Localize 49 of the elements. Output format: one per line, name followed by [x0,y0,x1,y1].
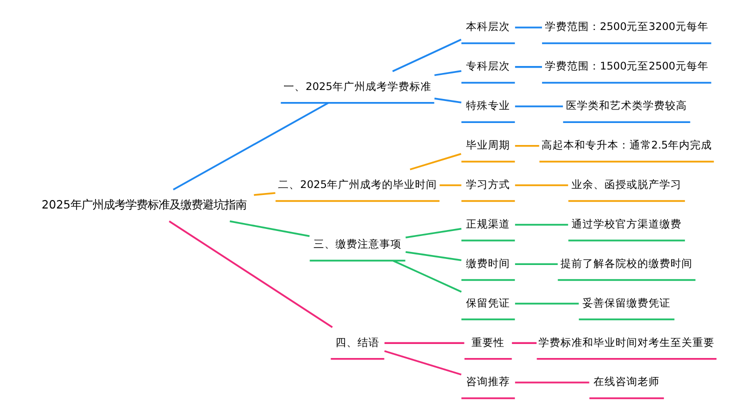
connector [384,342,464,344]
node-text: 学费范围：1500元至2500元每年 [544,60,708,73]
node-text: 一、2025年广州成考学费标准 [283,80,431,93]
connector [514,224,568,226]
connector [253,192,275,196]
connector [514,184,568,186]
connector [514,106,562,108]
connector [514,382,589,384]
connector [172,102,328,190]
node-text: 保留凭证 [466,297,510,310]
node-text: 本科层次 [466,21,510,34]
node-text: 咨询推荐 [466,376,510,388]
node-text: 学费标准和毕业时间对考生至关重要 [538,336,714,349]
connector [514,144,539,147]
node-text: 高起本和专升本：通常2.5年内完成 [540,140,712,152]
node-text: 业余、函授或脱产学习 [571,178,682,191]
connector [514,66,542,68]
node-text: 特殊专业 [466,100,510,112]
node-text: 二、2025年广州成考的毕业时间 [278,178,436,191]
connector [384,350,461,376]
node-text: 专科层次 [466,60,510,73]
node-text: 提前了解各院校的缴费时间 [560,258,692,270]
connector [392,38,461,72]
connector [405,228,461,238]
node-text: 医学类和艺术类学费较高 [566,100,687,112]
node-text: 在线咨询老师 [593,376,660,388]
connector [514,26,542,28]
connector [168,220,332,328]
connector [514,302,578,304]
node-text: 学习方式 [466,178,510,191]
connector [409,153,461,170]
connector [434,70,461,76]
node-text: 四、结语 [335,336,380,349]
connector [405,251,461,262]
connector [434,98,461,104]
node-text: 毕业周期 [466,140,510,152]
connector [229,220,310,237]
node-text: 三、缴费注意事项 [313,238,402,251]
node-text: 重要性 [471,336,504,349]
node-text: 学费范围：2500元至3200元每年 [544,21,708,34]
node-text: 通过学校官方渠道缴费 [571,218,682,230]
node-text: 正规渠道 [466,218,510,230]
connector [439,184,461,186]
connector [392,260,462,293]
node-text: 妥善保留缴费凭证 [582,297,670,310]
node-text: 缴费时间 [466,258,510,270]
connector [511,342,536,344]
connector [514,263,558,266]
node-text: 2025年广州成考学费标准及缴费避坑指南 [41,197,246,212]
